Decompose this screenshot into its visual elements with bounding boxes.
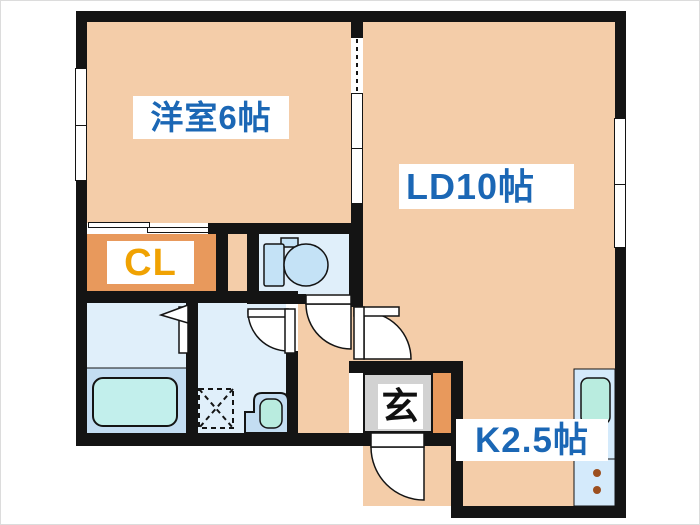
wall-western-bottom [208,223,363,234]
label-kitchen-text: K2.5帖 [475,420,589,460]
wall-toilet-left [247,223,259,303]
label-western-room-text: 洋室6帖 [150,99,272,136]
bathtub-icon [87,367,186,433]
kitchen-sink-icon [580,377,611,425]
toilet-icon [263,237,329,287]
stove-burner-icon [593,469,601,477]
window-left [75,68,87,181]
label-entrance-text: 玄 [381,386,420,427]
door-living-dining [353,306,412,360]
wall-right [615,11,626,518]
label-living-dining: LD10帖 [399,164,574,209]
wall-niche [228,234,247,291]
wall-closet-right [216,223,228,303]
sliding-door-partition-panel [351,148,363,204]
wall-entrance-top [349,361,463,373]
window-pane-divider [615,184,625,185]
window-pane-divider [76,125,86,126]
label-entrance: 玄 [378,384,423,429]
label-closet-text: CL [124,241,177,284]
wall-partition-top-stub [351,22,363,38]
wall-partition-bottom-stub [351,203,363,229]
label-kitchen: K2.5帖 [456,419,608,461]
washing-machine-pan-icon [198,388,234,429]
door-entrance [370,432,425,501]
label-western-room: 洋室6帖 [133,96,289,139]
door-bathroom-folding [158,303,189,354]
label-living-dining-text: LD10帖 [406,165,536,207]
wall-toilet-bottom [247,294,306,304]
wall-top [76,11,626,22]
wall-left [76,11,87,444]
door-washroom [247,308,296,354]
wash-basin-icon [244,392,289,434]
wall-wetarea-top [76,291,298,303]
stove-burner-icon [593,486,601,494]
wall-hall-ld [349,229,363,307]
door-toilet [305,294,352,350]
label-closet: CL [107,241,194,284]
window-right [614,118,626,248]
entrance-step [431,373,451,433]
sliding-door-closet-panel [88,222,150,228]
wall-bottom-kitchen [451,506,626,518]
wall-bath-divider [186,303,198,433]
sliding-door-closet-panel [147,227,209,233]
wall-bottom-west [76,433,462,446]
